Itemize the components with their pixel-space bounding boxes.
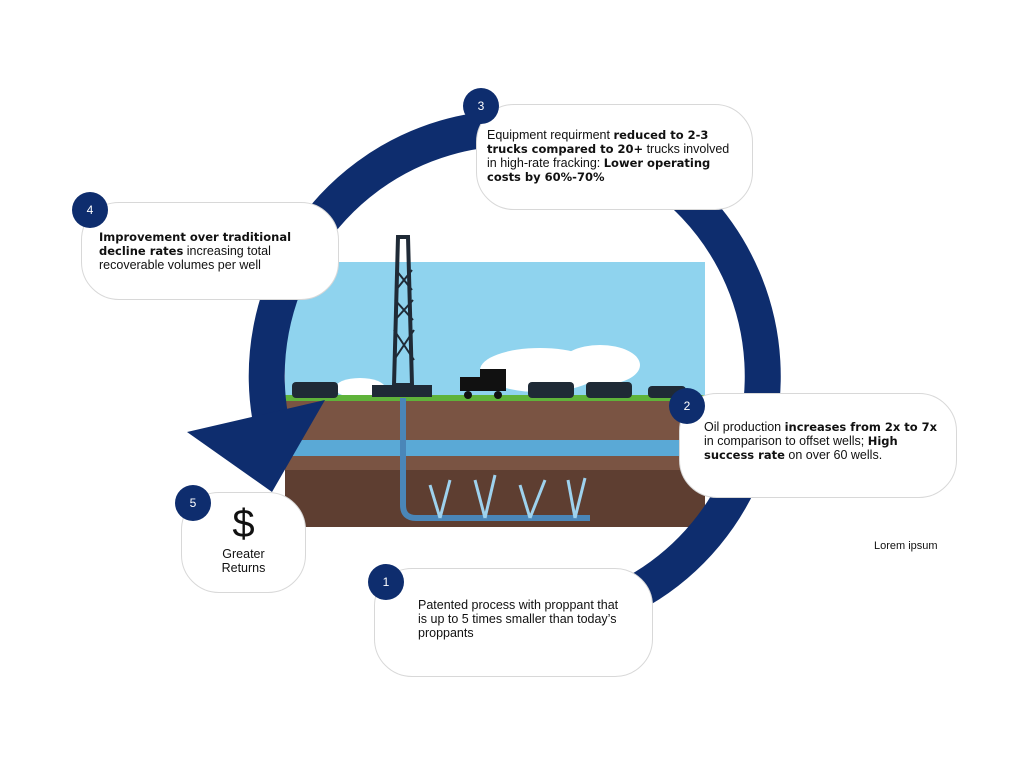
- body-text: increasing total recoverable volumes per…: [99, 244, 271, 272]
- step-5-label: Greater Returns: [221, 547, 266, 575]
- step-3-badge: 3: [463, 88, 499, 124]
- step-1-card: Patented process with proppant that is u…: [374, 568, 653, 677]
- highlight-text: Improvement over traditional decline rat…: [99, 230, 292, 258]
- body-text: on over 60 wells.: [784, 448, 883, 462]
- step-1-text: Patented process with proppant that is u…: [418, 598, 618, 640]
- step-2-card: Oil production increases from 2x to 7x i…: [679, 393, 957, 498]
- body-text: trucks involved in high-rate fracking:: [487, 142, 730, 170]
- body-text: Equipment requirment: [487, 128, 614, 142]
- dollar-icon: $: [232, 502, 255, 546]
- fracking-scene: [285, 235, 705, 527]
- body-text: Oil production: [704, 420, 785, 434]
- highlight-text: increases from 2x to 7x: [784, 420, 938, 434]
- step-3-card: Equipment requirment reduced to 2-3 truc…: [476, 104, 753, 210]
- highlight-text: reduced to 2-3 trucks compared to 20+: [487, 128, 709, 156]
- highlight-text: Lower operating costs by 60%-70%: [487, 156, 711, 184]
- lorem-note: Lorem ipsum: [874, 540, 938, 552]
- step-2-badge: 2: [669, 388, 705, 424]
- step-4-text: Improvement over traditional decline rat…: [99, 230, 291, 272]
- step-4-card: Improvement over traditional decline rat…: [81, 202, 339, 300]
- body-text: in comparison to offset wells;: [704, 434, 868, 448]
- highlight-text: High success rate: [704, 434, 898, 462]
- step-5-badge: 5: [175, 485, 211, 521]
- body-text: Patented process with proppant that is u…: [418, 598, 619, 640]
- arrowhead-icon: [187, 400, 325, 492]
- step-1-badge: 1: [368, 564, 404, 600]
- step-2-text: Oil production increases from 2x to 7x i…: [704, 420, 937, 462]
- step-4-badge: 4: [72, 192, 108, 228]
- step-3-text: Equipment requirment reduced to 2-3 truc…: [487, 128, 729, 184]
